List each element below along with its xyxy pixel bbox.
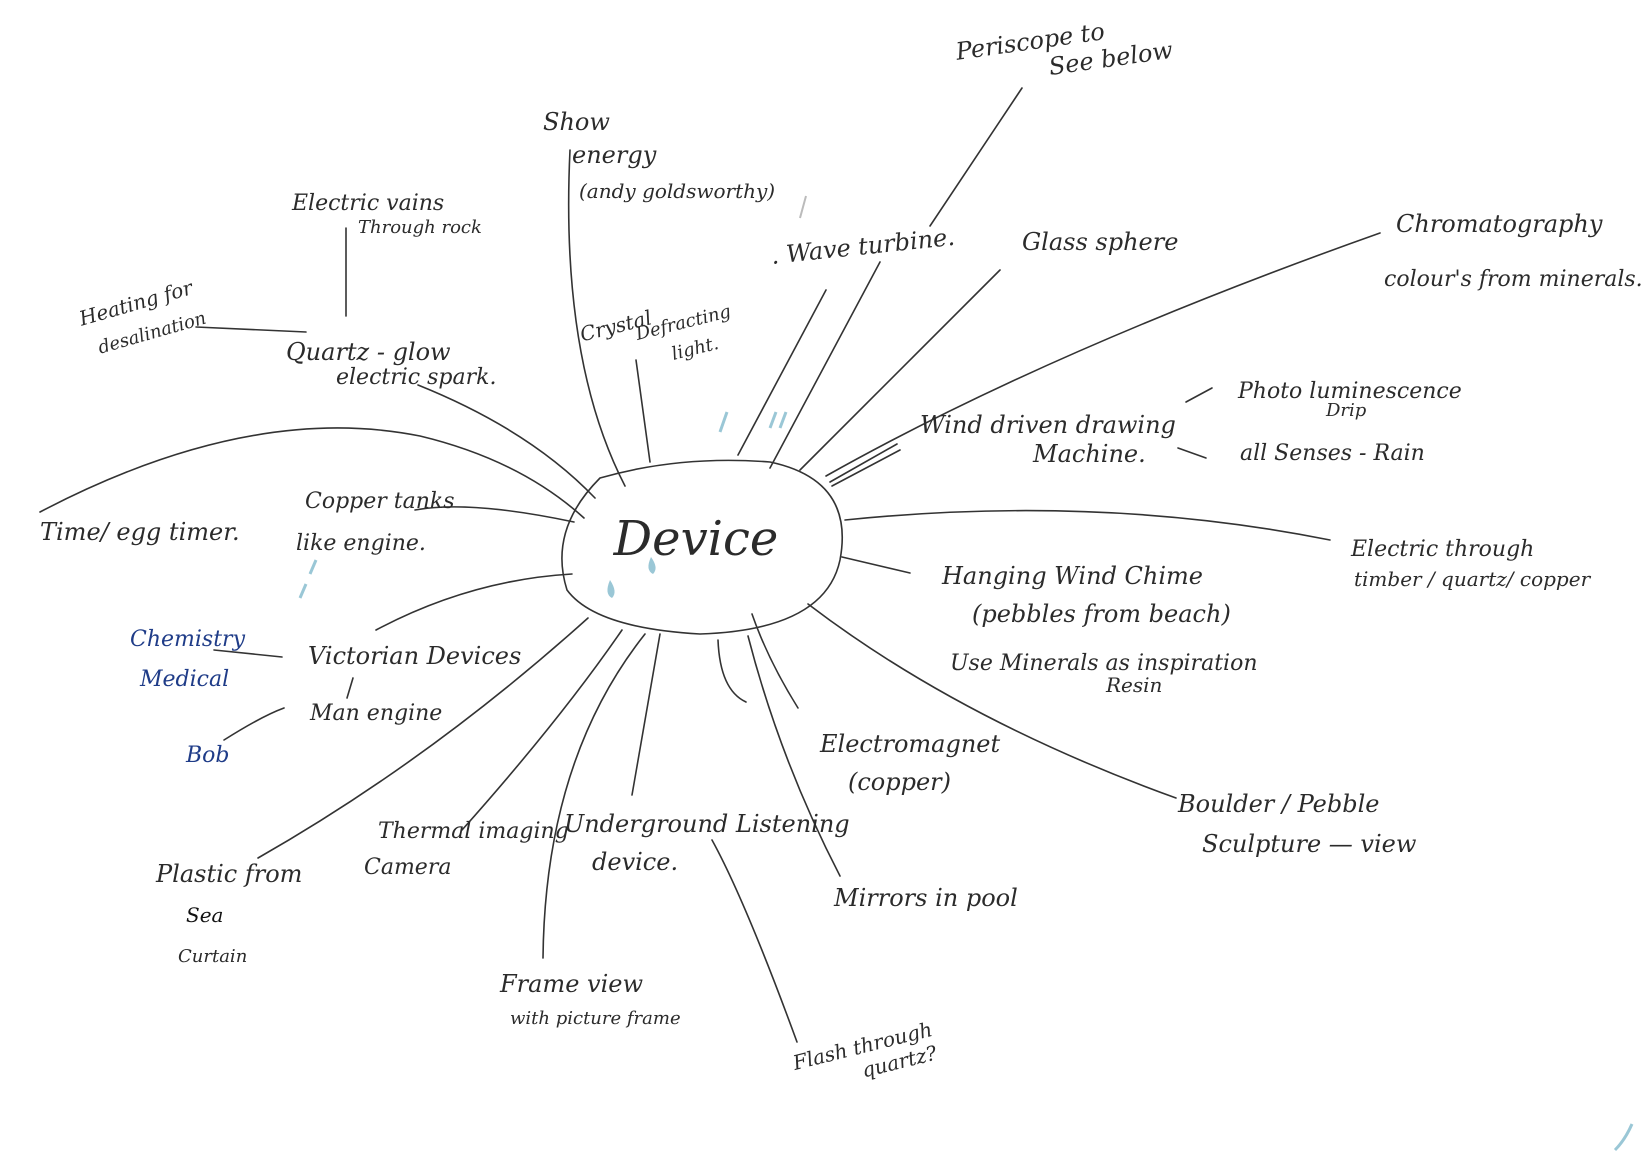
line-mirrors <box>747 635 841 877</box>
ink-mark-5 <box>1613 1123 1634 1152</box>
photo-label: Photo luminescence Drip <box>1237 379 1469 421</box>
bob-label: Bob <box>185 743 230 768</box>
line-victorian <box>375 573 573 631</box>
time-label: Time/ egg timer. <box>40 518 240 546</box>
frame-view-label: Frame view with picture frame <box>499 970 681 1029</box>
chemistry-label: Chemistry Medical <box>130 627 252 692</box>
ink-marks <box>298 195 1634 1152</box>
wind-drawing-label: Wind driven drawing Machine. <box>920 411 1184 468</box>
show-energy-label: Show energy (andy goldsworthy) <box>543 108 775 203</box>
thermal-label: Thermal imaging Camera <box>364 819 576 880</box>
mirrors-label: Mirrors in pool <box>833 884 1018 912</box>
line-time <box>39 427 585 519</box>
line-heating <box>195 326 307 333</box>
center-outline <box>561 459 844 635</box>
wind-chime-label: Hanging Wind Chime (pebbles from beach) … <box>941 562 1265 697</box>
line-electric-through <box>844 509 1331 541</box>
line-wind-drawing <box>829 443 898 483</box>
line-chemistry <box>213 649 283 658</box>
victorian-label: Victorian Devices Man engine <box>308 642 529 726</box>
ink-mark-2 <box>768 411 788 429</box>
branch-labels: Periscope to See below Show energy (andy… <box>40 8 1643 1098</box>
periscope-label: Periscope to See below <box>953 8 1175 94</box>
line-copper-tanks <box>414 506 575 523</box>
line-frame-view <box>542 633 646 959</box>
center-node: Device <box>561 459 844 635</box>
line-man-engine <box>346 677 354 699</box>
wave-turbine-label: . Wave turbine. <box>770 223 956 270</box>
senses-label: all Senses - Rain <box>1240 441 1425 466</box>
line-turbine-2 <box>769 261 881 469</box>
glass-sphere-label: Glass sphere <box>1022 228 1178 256</box>
electric-through-label: Electric through timber / quartz/ copper <box>1350 537 1592 591</box>
quartz-label: Quartz - glow electric spark. <box>286 338 496 390</box>
ink-mark-4 <box>799 195 807 219</box>
line-bob <box>223 707 285 741</box>
line-electromagnet <box>751 613 799 709</box>
connector-lines <box>39 87 1381 1043</box>
electric-vains-label: Electric vains Through rock <box>291 191 482 238</box>
line-crystal <box>635 359 651 463</box>
line-show-energy <box>567 149 626 487</box>
line-underground-2 <box>717 639 747 703</box>
flash-label: Flash through quartz? <box>789 1015 946 1098</box>
underground-label: Underground Listening device. <box>564 810 857 876</box>
line-quartz <box>417 384 596 499</box>
copper-tanks-label: Copper tanks like engine. <box>296 489 462 556</box>
plastic-label: Plastic from Sea Curtain <box>155 860 310 967</box>
crystal-label: Crystal Defracting light. <box>578 285 746 385</box>
line-wind-drawing-2 <box>831 449 901 487</box>
ink-drop-2 <box>648 557 656 574</box>
chromatography-label: Chromatography colour's from minerals. <box>1384 210 1643 292</box>
line-periscope <box>929 87 1023 227</box>
line-underground <box>631 633 661 796</box>
electromagnet-label: Electromagnet (copper) <box>819 730 1008 796</box>
ink-mark-1 <box>718 411 729 433</box>
center-label: Device <box>613 511 779 567</box>
line-boulder <box>807 603 1177 799</box>
line-wind-chime <box>841 556 911 574</box>
boulder-label: Boulder / Pebble Sculpture — view <box>1177 790 1417 858</box>
line-glass-sphere <box>799 269 1001 471</box>
ink-drop-1 <box>607 580 615 598</box>
line-photo <box>1185 387 1213 403</box>
heating-label: Heating for desalination <box>75 274 210 362</box>
ink-mark-3 <box>298 559 318 599</box>
line-flash <box>711 839 798 1043</box>
line-thermal <box>461 629 623 831</box>
line-wave-turbine <box>737 289 827 456</box>
line-chromatography <box>825 232 1381 477</box>
line-plastic <box>257 617 589 859</box>
line-senses <box>1177 447 1207 459</box>
